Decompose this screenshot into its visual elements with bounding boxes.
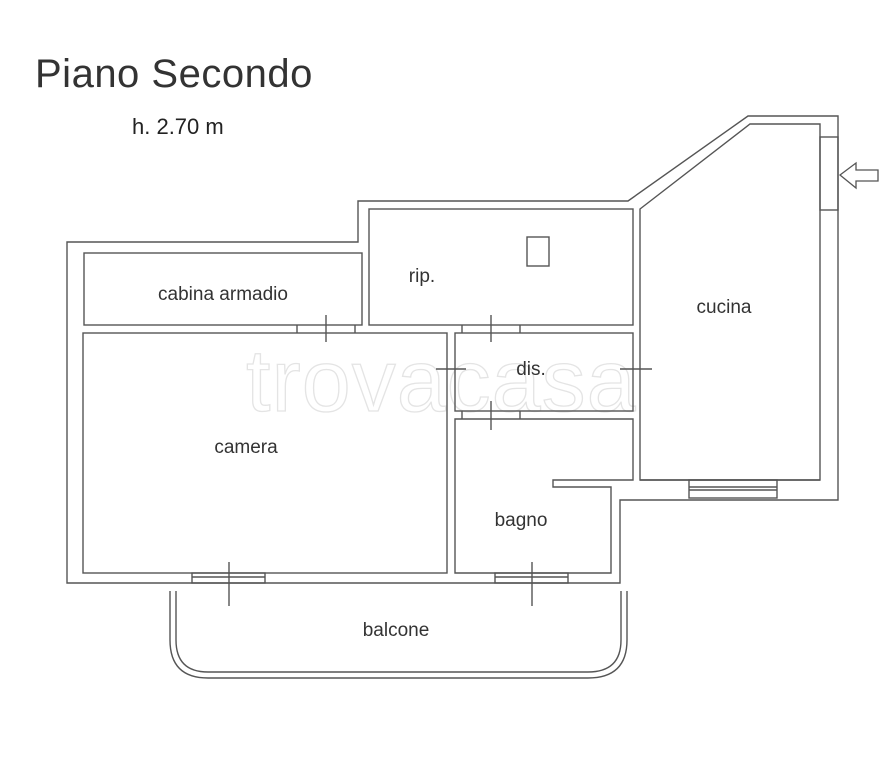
label-camera: camera <box>214 437 278 458</box>
outer-wall <box>66 115 839 584</box>
entrance-door <box>819 136 839 211</box>
label-bagno: bagno <box>494 510 548 531</box>
door-rip <box>461 315 521 342</box>
room-dis <box>454 332 634 412</box>
room-rip <box>368 208 634 326</box>
window-bagno <box>494 562 569 606</box>
balcone-outline-inner <box>175 591 622 673</box>
room-cabina-armadio <box>83 252 363 326</box>
arrow-left-icon <box>838 161 879 190</box>
door-cabina <box>296 315 356 342</box>
window-camera <box>191 562 266 606</box>
room-cucina <box>639 123 821 481</box>
ceiling-height-label: h. 2.70 m <box>132 114 224 139</box>
door-dis-bagno <box>461 401 521 430</box>
label-cucina: cucina <box>696 297 752 318</box>
page-title: Piano Secondo <box>35 52 313 96</box>
window-cucina <box>688 479 778 499</box>
label-dis: dis. <box>516 359 546 380</box>
label-balcone: balcone <box>362 620 430 641</box>
balcone-outline-outer <box>169 591 628 679</box>
room-bagno <box>454 418 634 574</box>
label-cabina-armadio: cabina armadio <box>158 284 288 305</box>
rip-fixture <box>526 236 550 267</box>
label-rip: rip. <box>408 266 436 287</box>
